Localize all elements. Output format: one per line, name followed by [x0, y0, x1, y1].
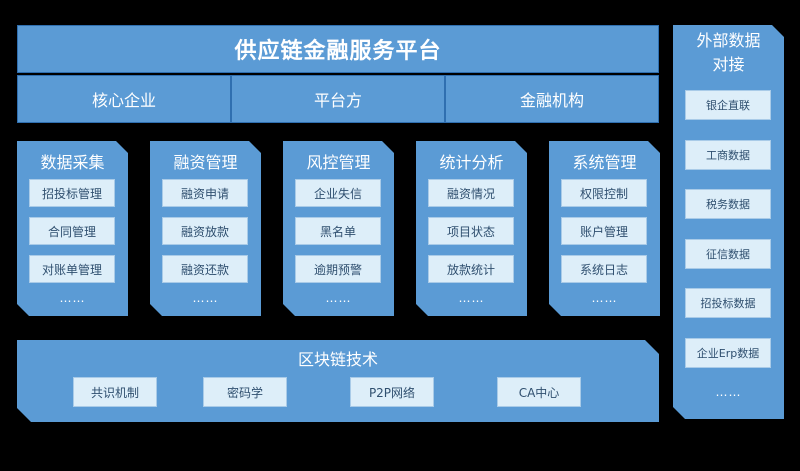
module-item: 系统日志 [561, 255, 647, 283]
external-item: 征信数据 [685, 239, 771, 269]
module-system-management: 系统管理 权限控制 账户管理 系统日志 …… [549, 141, 660, 316]
blockchain-layer: 区块链技术 共识机制 密码学 P2P网络 CA中心 [17, 340, 659, 422]
module-item: 合同管理 [29, 217, 115, 245]
module-title: 系统管理 [572, 153, 637, 172]
module-item: 对账单管理 [29, 255, 115, 283]
platform-title: 供应链金融服务平台 [17, 25, 659, 73]
blockchain-item: 密码学 [203, 377, 287, 407]
external-data-panel: 外部数据 对接 银企直联 工商数据 税务数据 征信数据 招投标数据 企业Erp数… [673, 25, 784, 419]
external-item: 工商数据 [685, 140, 771, 170]
module-title: 融资管理 [173, 153, 238, 172]
module-item: 账户管理 [561, 217, 647, 245]
module-item: 招投标管理 [29, 179, 115, 207]
blockchain-title: 区块链技术 [297, 350, 378, 369]
blockchain-item: CA中心 [497, 377, 581, 407]
party-platform: 平台方 [231, 75, 445, 123]
party-financial-institution: 金融机构 [445, 75, 659, 123]
module-financing-management: 融资管理 融资申请 融资放款 融资还款 …… [150, 141, 261, 316]
module-more: …… [325, 291, 352, 305]
module-title: 统计分析 [439, 153, 504, 172]
module-item: 融资还款 [162, 255, 248, 283]
module-title: 风控管理 [306, 153, 371, 172]
module-item: 企业失信 [295, 179, 381, 207]
module-item: 融资申请 [162, 179, 248, 207]
external-title-line2: 对接 [712, 55, 745, 74]
module-statistics: 统计分析 融资情况 项目状态 放款统计 …… [416, 141, 527, 316]
parties-row: 核心企业 平台方 金融机构 [17, 75, 659, 123]
module-item: 融资情况 [428, 179, 514, 207]
external-more: …… [715, 385, 742, 399]
blockchain-item: 共识机制 [73, 377, 157, 407]
module-item: 逾期预警 [295, 255, 381, 283]
party-core-enterprise: 核心企业 [17, 75, 231, 123]
module-more: …… [458, 291, 485, 305]
external-item: 企业Erp数据 [685, 338, 771, 368]
external-item: 银企直联 [685, 90, 771, 120]
external-item: 招投标数据 [685, 288, 771, 318]
module-item: 融资放款 [162, 217, 248, 245]
module-item: 黑名单 [295, 217, 381, 245]
module-risk-control: 风控管理 企业失信 黑名单 逾期预警 …… [283, 141, 394, 316]
module-data-collection: 数据采集 招投标管理 合同管理 对账单管理 …… [17, 141, 128, 316]
blockchain-item: P2P网络 [350, 377, 434, 407]
module-item: 放款统计 [428, 255, 514, 283]
module-title: 数据采集 [40, 153, 105, 172]
module-more: …… [59, 291, 86, 305]
module-item: 项目状态 [428, 217, 514, 245]
external-title-line1: 外部数据 [696, 31, 761, 50]
external-item: 税务数据 [685, 189, 771, 219]
module-more: …… [192, 291, 219, 305]
module-more: …… [591, 291, 618, 305]
module-item: 权限控制 [561, 179, 647, 207]
